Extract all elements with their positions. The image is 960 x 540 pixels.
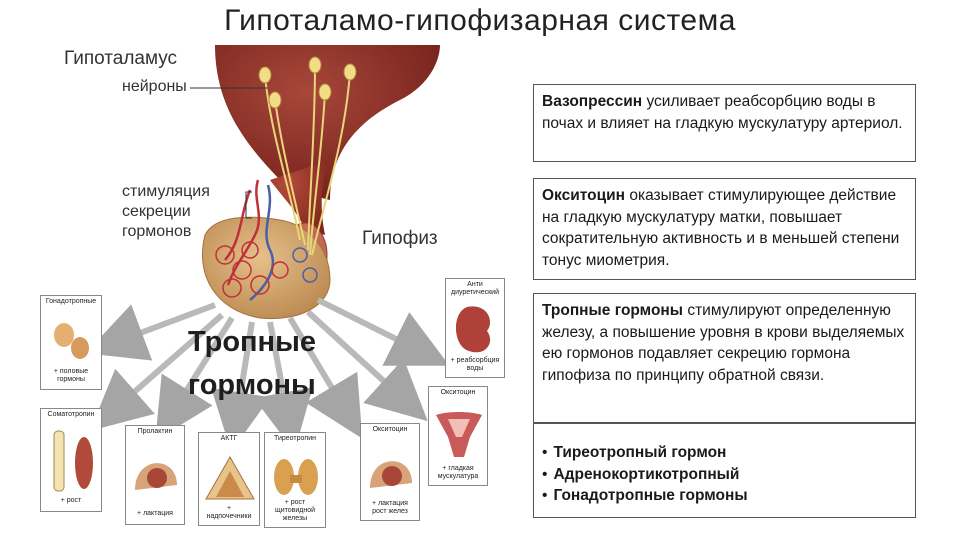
list-item: •Тиреотропный гормон (542, 444, 727, 461)
bone-muscle-icon (53, 430, 93, 492)
card-gonadotropic: Гонадотропные + половые гормоны (40, 295, 102, 390)
list-item: •Адренокортикотропный (542, 465, 740, 483)
hormone-arrows (85, 297, 450, 452)
card-oxytocin-muscle: Окситоцин + гладкая мускулатура (428, 386, 488, 486)
card-somatotropin: Соматотропин + рост (40, 408, 102, 512)
card-prolactin: Пролактин + лактация (125, 425, 185, 525)
stimulation-label-1: стимуляция (122, 183, 210, 200)
neuron-bodies (258, 56, 357, 109)
tropic-label-2: гормоны (188, 369, 316, 401)
breast-icon (135, 463, 177, 490)
stimulation-label-2: секреции (122, 203, 191, 220)
gonad-icon (54, 323, 89, 359)
neurons-label: нейроны (122, 78, 187, 95)
neuron-fibers (264, 64, 351, 256)
panel-vasopressin: Вазопрессин усиливает реабсорбцию воды в… (533, 84, 916, 162)
pituitary-label: Гипофиз (362, 228, 438, 249)
portal-vessels (224, 179, 275, 301)
card-antidiuretic: Анти диуретический + реабсорбция воды (445, 278, 505, 378)
panel-tropic-hormones: Тропные гормоны стимулируют определенную… (533, 293, 916, 423)
card-acth: АКТГ + надпочечники (198, 432, 260, 526)
kidney-icon (455, 306, 491, 353)
panel-oxytocin: Окситоцин оказывает стимулирующее действ… (533, 178, 916, 280)
hypothalamus-shape (215, 45, 440, 200)
breast-icon-2 (370, 461, 412, 488)
list-item: •Гонадотропные гормоны (542, 487, 748, 504)
thyroid-icon (274, 459, 318, 495)
tropic-label-1: Тропные (188, 326, 316, 358)
capillary-mesh (215, 241, 289, 298)
card-oxytocin-lactation: Окситоцин + лактация рост желез (360, 423, 420, 521)
adrenal-icon (205, 455, 255, 500)
card-thyrotropin: Тиреотропин + рост щитовидной железы (264, 432, 326, 528)
hypothalamus-label: Гипоталамус (64, 48, 178, 69)
uterus-icon (436, 412, 482, 457)
stimulation-label-3: гормонов (122, 223, 192, 240)
panel-hormone-list: •Тиреотропный гормон •Адренокортикотропн… (533, 423, 916, 518)
page-title: Гипоталамо-гипофизарная система (224, 4, 736, 37)
